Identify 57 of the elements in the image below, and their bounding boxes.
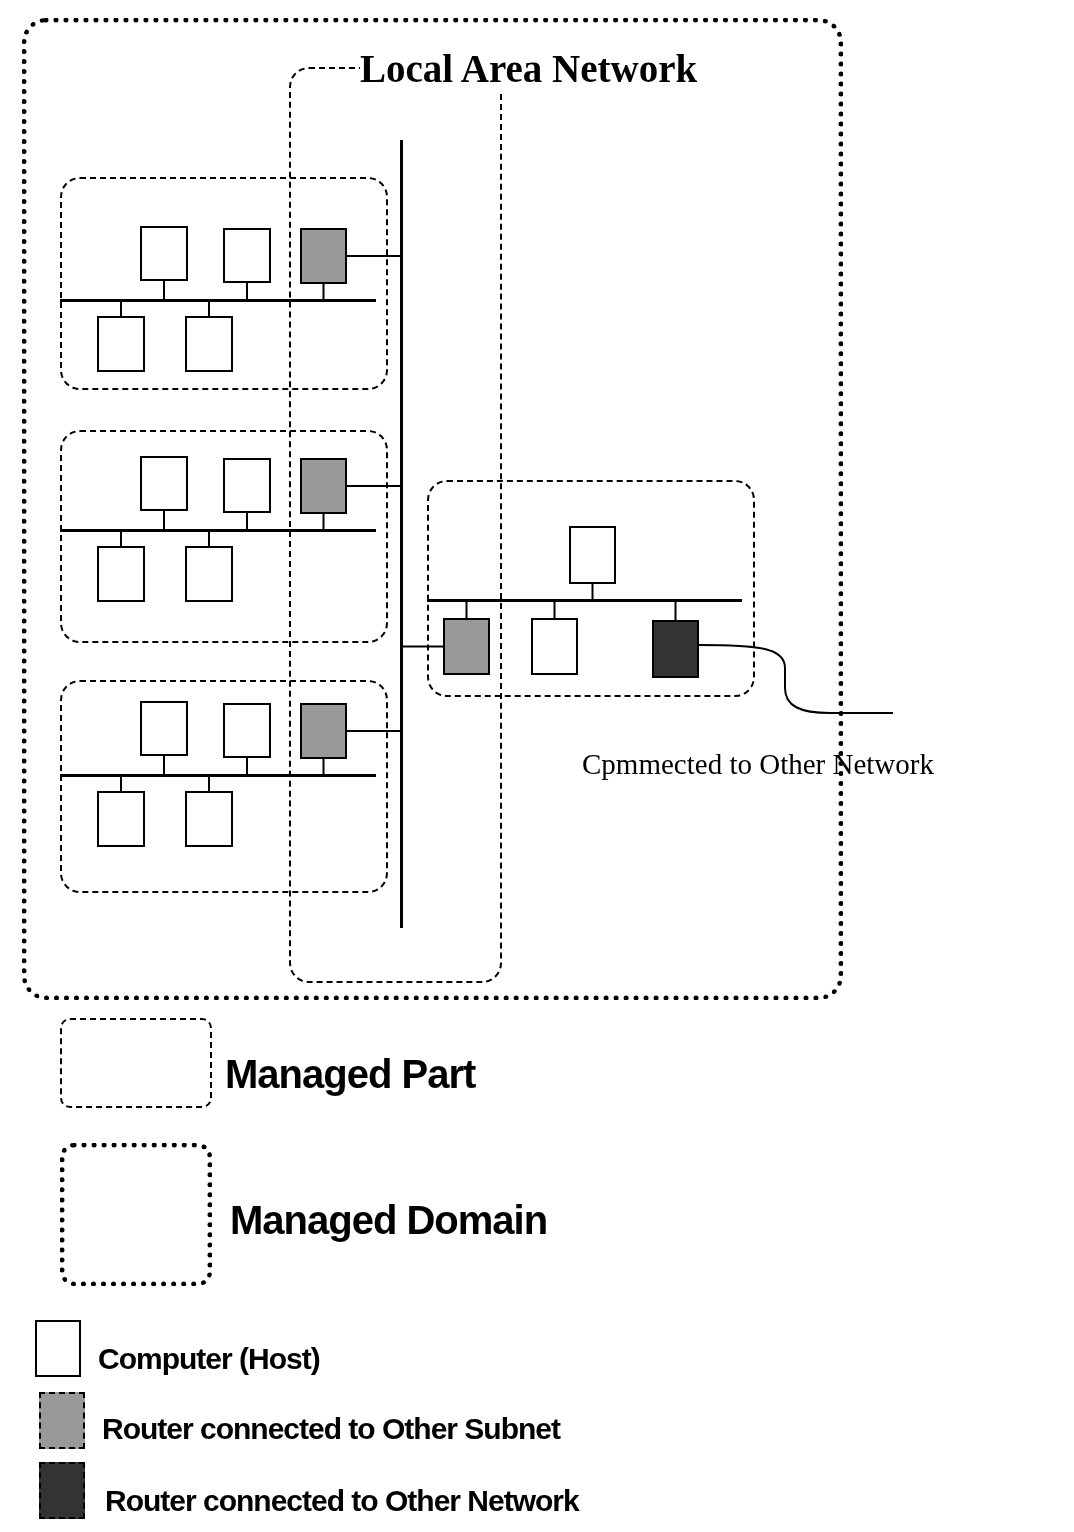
network-link	[553, 599, 556, 619]
computer-box	[97, 316, 145, 372]
computer-box	[569, 526, 616, 584]
computer-box	[97, 791, 145, 847]
computer-box	[223, 458, 271, 513]
router-box	[652, 620, 699, 678]
computer-box	[140, 226, 188, 281]
computer-box	[223, 228, 271, 283]
router-box	[300, 228, 347, 284]
network-link	[208, 529, 210, 547]
bus-line	[60, 529, 376, 532]
bus-line	[60, 299, 376, 302]
computer-box	[97, 546, 145, 602]
computer-box	[185, 546, 233, 602]
network-link	[400, 645, 444, 648]
network-link	[322, 513, 325, 532]
network-link	[346, 730, 403, 732]
bus-line	[427, 599, 742, 602]
network-link	[120, 774, 122, 792]
network-link	[246, 757, 248, 777]
managed-part-boundary	[60, 430, 388, 643]
network-link	[346, 255, 403, 257]
computer-box	[140, 701, 188, 756]
network-link	[465, 599, 468, 619]
network-link	[208, 299, 210, 317]
computer-box	[185, 316, 233, 372]
bus-line	[60, 774, 376, 777]
network-link	[674, 599, 677, 621]
line-label: Cpmmected to Other Network	[582, 748, 934, 781]
network-link	[591, 583, 594, 602]
legend-label: Computer (Host)	[98, 1342, 320, 1376]
router-box	[300, 703, 347, 759]
router-box	[443, 618, 490, 675]
computer-box	[531, 618, 578, 675]
network-link	[120, 529, 122, 547]
bus-line	[400, 140, 403, 928]
managed-part-boundary	[60, 680, 388, 893]
legend-label: Managed Domain	[230, 1198, 548, 1243]
legend-label: Router connected to Other Subnet	[102, 1412, 561, 1446]
legend-label: Router connected to Other Network	[105, 1484, 579, 1518]
network-link	[120, 299, 122, 317]
network-link	[322, 758, 325, 777]
network-link	[163, 510, 165, 532]
network-link	[698, 644, 894, 714]
network-link	[322, 283, 325, 302]
managed-part-boundary	[60, 177, 388, 390]
network-link	[208, 774, 210, 792]
computer-box	[185, 791, 233, 847]
network-link	[246, 512, 248, 532]
computer-box	[223, 703, 271, 758]
router-box	[300, 458, 347, 514]
legend-label: Managed Part	[225, 1052, 476, 1097]
network-link	[163, 755, 165, 777]
network-link	[246, 282, 248, 302]
network-link	[346, 485, 403, 487]
network-link	[163, 280, 165, 302]
computer-box	[140, 456, 188, 511]
